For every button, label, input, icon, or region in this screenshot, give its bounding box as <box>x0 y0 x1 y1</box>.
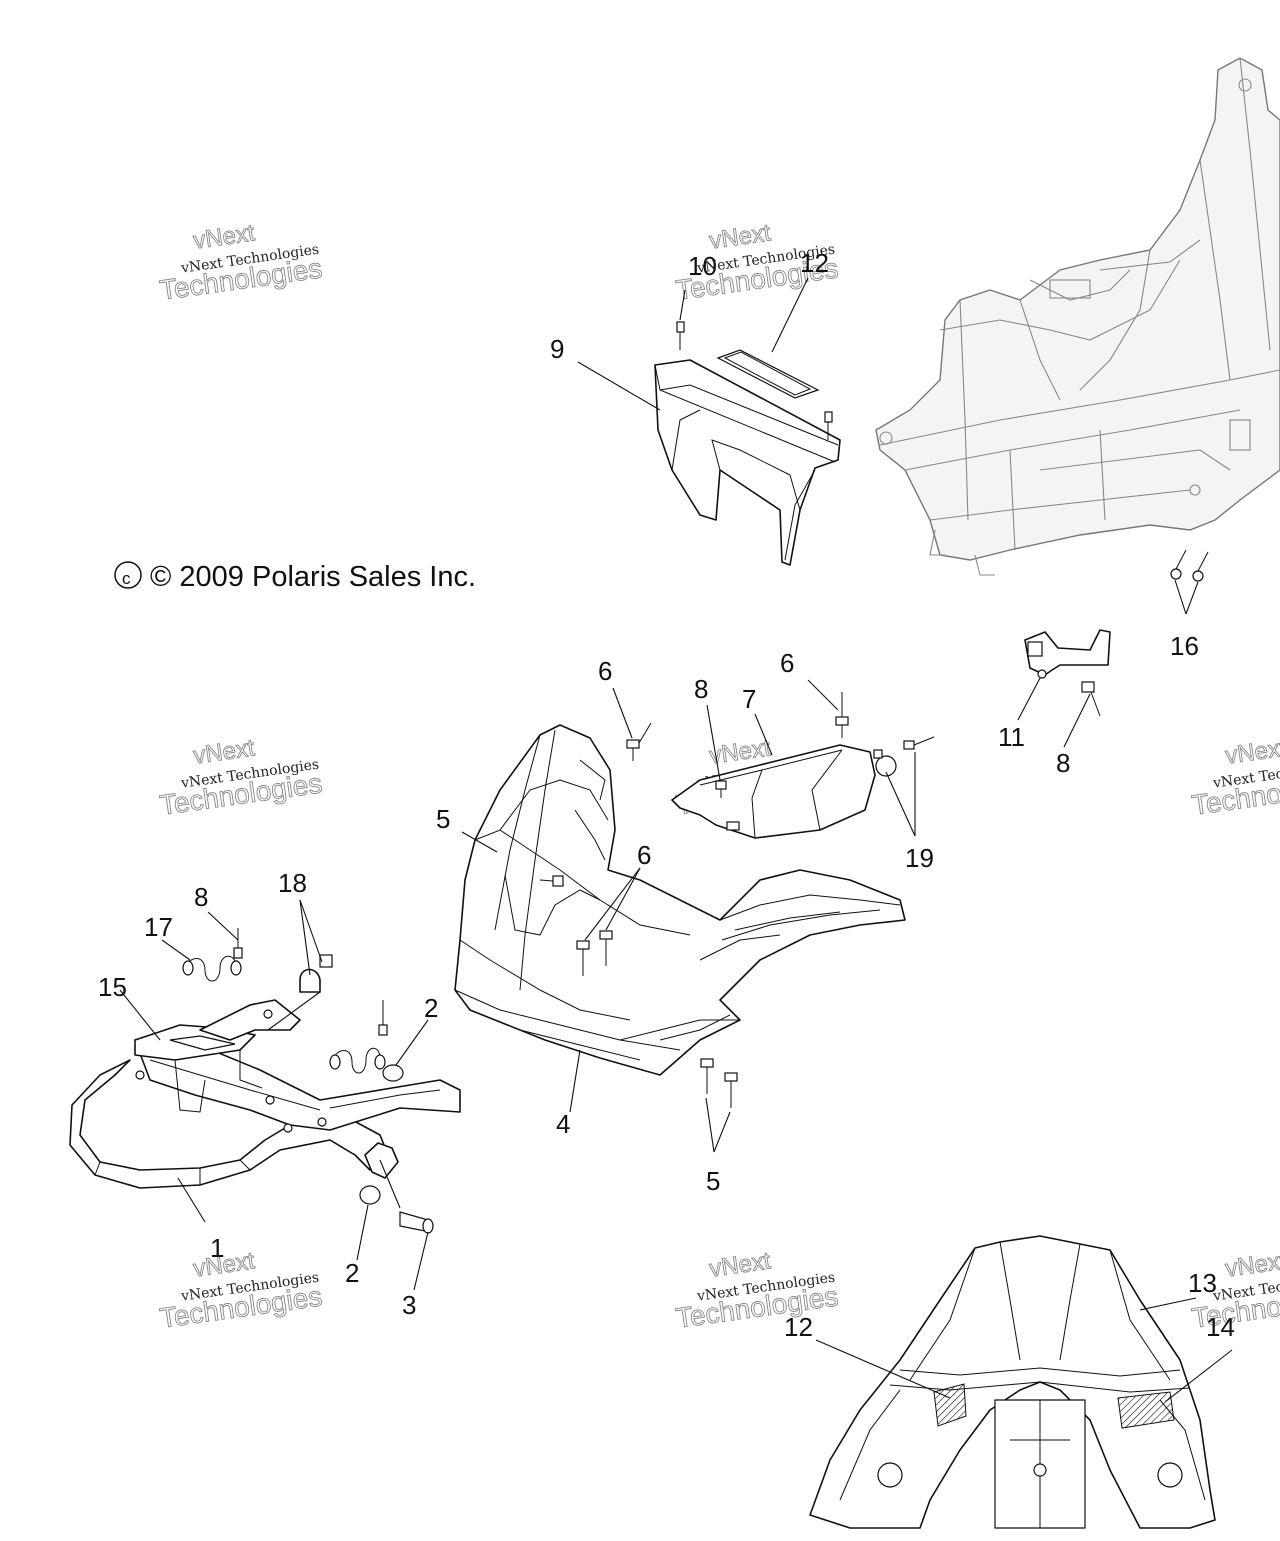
part-screw-10 <box>676 321 833 440</box>
callout-9: 9 <box>550 334 564 364</box>
callout-5: 5 <box>706 1166 720 1196</box>
callout-labels: 10 12 9 16 6 8 7 6 11 8 5 6 19 18 8 17 1… <box>98 248 1235 1342</box>
callout-18: 18 <box>278 868 307 898</box>
fastener-push-rivets <box>539 549 1209 1108</box>
watermark-word: vNext <box>1224 734 1280 769</box>
watermark-bottom-center: vNext vNext Technologies Technologies <box>673 1247 840 1334</box>
part-body-4 <box>454 724 906 1076</box>
callout-13: 13 <box>1188 1268 1217 1298</box>
part-spring-17 <box>182 955 242 982</box>
watermark-top-left: vNext vNext Technologies Technologies <box>157 219 324 306</box>
watermark-mid-right: vNext vNext Technologies Technologies <box>1189 734 1280 821</box>
callout-15: 15 <box>98 972 127 1002</box>
callout-4: 4 <box>556 1109 570 1139</box>
watermark-word: vNext <box>1224 1247 1280 1282</box>
callout-11: 11 <box>998 722 1025 752</box>
callout-6: 6 <box>780 648 794 678</box>
callout-7: 7 <box>742 684 756 714</box>
leader-lines <box>119 277 1233 1403</box>
part-panel-7 <box>671 744 876 839</box>
callout-6: 6 <box>598 656 612 686</box>
svg-text:c: c <box>122 569 131 588</box>
watermark-bottom-left: vNext vNext Technologies Technologies <box>157 1247 324 1334</box>
callout-16: 16 <box>1170 631 1199 661</box>
callout-2: 2 <box>424 993 438 1023</box>
callout-2: 2 <box>345 1258 359 1288</box>
part-decal-12 <box>716 349 820 399</box>
callout-17: 17 <box>144 912 173 942</box>
callout-14: 14 <box>1206 1312 1235 1342</box>
callout-8: 8 <box>194 882 208 912</box>
callout-5: 5 <box>436 804 450 834</box>
vehicle-frame <box>875 57 1280 576</box>
callout-1: 1 <box>210 1233 224 1263</box>
part-bracket-11 <box>1024 629 1111 679</box>
part-decal-14-hood <box>1117 1391 1175 1429</box>
callout-8: 8 <box>694 674 708 704</box>
part-hood-13 <box>809 1235 1216 1529</box>
part-shield-9 <box>654 359 841 566</box>
callout-12: 12 <box>784 1312 813 1342</box>
part-spring-17-right <box>329 1047 386 1074</box>
copyright-text: © 2009 Polaris Sales Inc. <box>150 561 476 593</box>
watermark-word: vNext <box>192 734 257 769</box>
callout-10: 10 <box>688 251 717 281</box>
watermark-word: vNext <box>192 219 257 254</box>
callout-8: 8 <box>1056 748 1070 778</box>
part-bolt-vertical <box>378 1000 388 1036</box>
watermark-word: vNext <box>708 1247 773 1282</box>
part-clamp-18 <box>299 954 333 993</box>
callout-12: 12 <box>800 248 829 278</box>
callout-3: 3 <box>402 1290 416 1320</box>
part-bumper-1 <box>69 999 461 1189</box>
part-bolt-8-bumper <box>233 928 243 959</box>
part-nut-2 <box>359 1064 404 1205</box>
callout-19: 19 <box>905 843 934 873</box>
watermark-word: vNext <box>708 219 773 254</box>
copyright-notice: c © 2009 Polaris Sales Inc. <box>114 561 476 593</box>
watermark-mid-left: vNext vNext Technologies Technologies <box>157 734 324 821</box>
part-bolt-3 <box>399 1211 434 1234</box>
callout-6: 6 <box>637 840 651 870</box>
